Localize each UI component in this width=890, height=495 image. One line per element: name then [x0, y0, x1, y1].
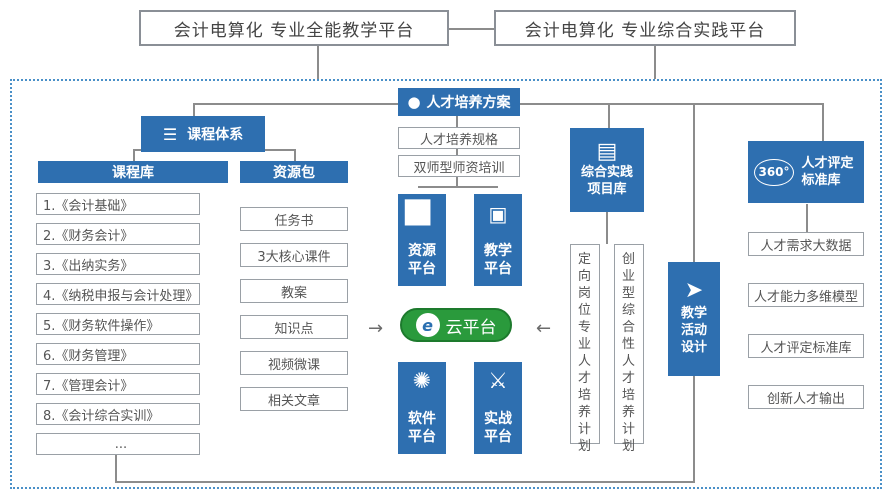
- talent-plan-title: 人才培养方案: [426, 95, 511, 111]
- software-platform-tile: ✺ 软件平台: [398, 362, 446, 454]
- startup-plan-text: 创业型综合性人才培养计划: [622, 252, 636, 454]
- connector: [654, 45, 656, 79]
- course-item: ...: [36, 433, 200, 455]
- course-library-header: 课程库: [38, 161, 228, 183]
- resource-item: 教案: [240, 279, 348, 303]
- resource-item: 任务书: [240, 207, 348, 231]
- connector: [418, 186, 498, 188]
- paper-plane-icon: ➤: [684, 278, 704, 303]
- course-item: 7.《管理会计》: [36, 373, 200, 395]
- talent-plan-header: ● 人才培养方案: [398, 88, 520, 116]
- curriculum-title: 课程体系: [187, 127, 244, 143]
- connector: [822, 103, 824, 141]
- plan-item: 双师型师资培训: [398, 155, 520, 177]
- arrow-left-icon: ←: [536, 318, 552, 339]
- cloud-platform-pill: e 云平台: [400, 308, 512, 342]
- resource-item: 相关文章: [240, 387, 348, 411]
- 360-badge-icon: 360°: [754, 158, 794, 186]
- evaluation-item: 人才能力多维模型: [748, 283, 864, 307]
- cloud-logo-icon: e: [415, 313, 440, 337]
- resource-item: 知识点: [240, 315, 348, 339]
- plan-item: 人才培养规格: [398, 127, 520, 149]
- connector: [606, 210, 608, 244]
- activity-design-title: 教学活动设计: [680, 306, 707, 355]
- course-item: 8.《会计综合实训》: [36, 403, 200, 425]
- activity-design-header: ➤ 教学活动设计: [668, 262, 720, 376]
- connector: [133, 149, 135, 161]
- evaluation-title: 人才评定标准库: [801, 156, 854, 188]
- evaluation-item: 创新人才输出: [748, 385, 864, 409]
- connector: [317, 45, 319, 79]
- connector: [193, 103, 195, 117]
- course-item: 6.《财务管理》: [36, 343, 200, 365]
- building-icon: █▌: [405, 201, 439, 226]
- connector: [806, 204, 808, 234]
- course-item: 4.《纳税申报与会计处理》: [36, 283, 200, 305]
- curriculum-header: ☰ 课程体系: [141, 116, 265, 152]
- targeted-plan-column: 定向岗位专业人才培养计划: [570, 244, 600, 454]
- course-item: 1.《会计基础》: [36, 193, 200, 215]
- platform-frame: [10, 79, 882, 489]
- connector: [115, 481, 695, 483]
- resource-item: 3大核心课件: [240, 243, 348, 267]
- practice-platform-box: 会计电算化 专业综合实践平台: [494, 10, 796, 46]
- practice-platform-label: 实战平台: [484, 411, 512, 445]
- project-library-header: ▤ 综合实践项目库: [570, 128, 644, 212]
- resource-pack-header: 资源包: [240, 161, 348, 183]
- aperture-icon: ✺: [412, 369, 432, 394]
- connector: [115, 455, 117, 483]
- lightbulb-icon: ●: [407, 93, 421, 111]
- evaluation-item: 人才需求大数据: [748, 232, 864, 256]
- crossed-swords-icon: ⚔: [488, 369, 508, 394]
- course-item: 2.《财务会计》: [36, 223, 200, 245]
- cloud-platform-label: 云平台: [445, 317, 497, 338]
- project-library-title: 综合实践项目库: [580, 164, 633, 197]
- hierarchy-icon: ☰: [162, 124, 178, 144]
- startup-plan-column: 创业型综合性人才培养计划: [614, 244, 644, 454]
- evaluation-item: 人才评定标准库: [748, 334, 864, 358]
- evaluation-header: 360° 人才评定标准库: [748, 141, 864, 203]
- practice-platform-tile: ⚔ 实战平台: [474, 362, 522, 454]
- resource-platform-label: 资源平台: [408, 243, 436, 277]
- connector: [456, 116, 458, 188]
- connector: [608, 103, 610, 128]
- resource-item: 视频微课: [240, 351, 348, 375]
- teaching-platform-label: 教学平台: [484, 243, 512, 277]
- server-icon: ▤: [596, 138, 618, 164]
- arrow-right-icon: →: [368, 318, 384, 339]
- course-item: 3.《出纳实务》: [36, 253, 200, 275]
- teaching-platform-tile: ▣ 教学平台: [474, 194, 522, 286]
- software-platform-label: 软件平台: [408, 411, 436, 445]
- connector: [448, 28, 494, 30]
- connector: [294, 149, 296, 161]
- whiteboard-icon: ▣: [488, 202, 508, 226]
- teaching-platform-box: 会计电算化 专业全能教学平台: [139, 10, 449, 46]
- resource-platform-tile: █▌ 资源平台: [398, 194, 446, 286]
- course-item: 5.《财务软件操作》: [36, 313, 200, 335]
- targeted-plan-text: 定向岗位专业人才培养计划: [578, 252, 592, 454]
